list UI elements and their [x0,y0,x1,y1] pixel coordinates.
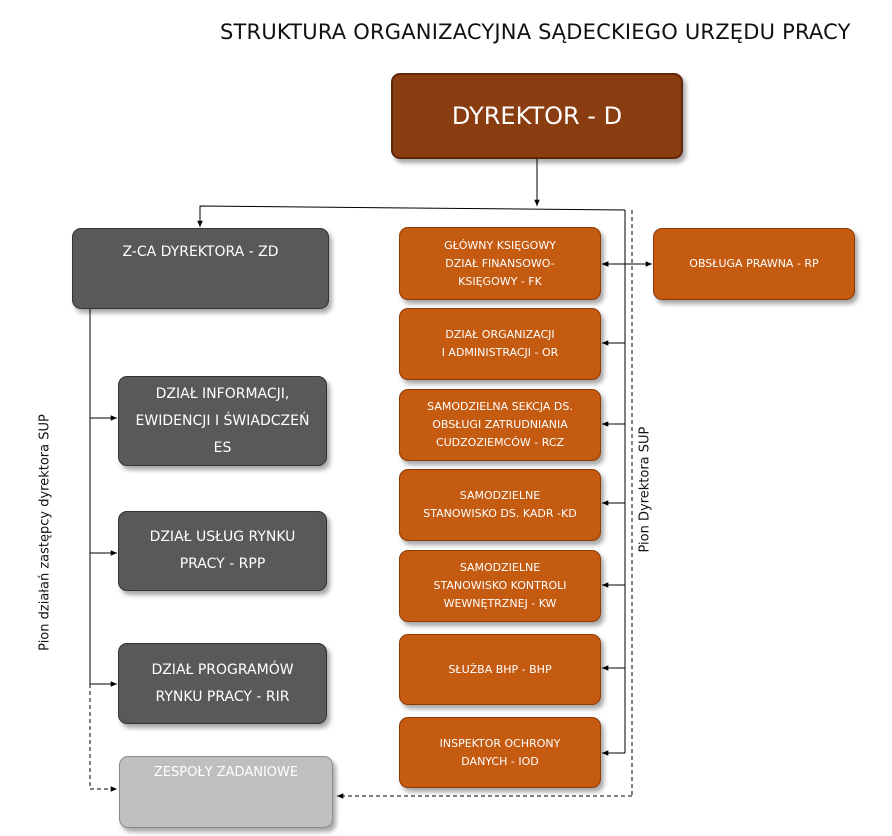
unit-kd-box: SAMODZIELNE STANOWISKO DS. KADR -KD [399,469,601,541]
deputy-division-label: Pion działań zastępcy dyrektora SUP [37,414,53,651]
unit-rcz-label: SAMODZIELNA SEKCJA DS. OBSŁUGI ZATRUDNIA… [427,400,573,449]
unit-or-label: DZIAŁ ORGANIZACJI I ADMINISTRACJI - OR [441,328,559,359]
unit-fk-box: GŁÓWNY KSIĘGOWY DZIAŁ FINANSOWO- KSIĘGOW… [399,227,601,300]
chart-title: STRUKTURA ORGANIZACYJNA SĄDECKIEGO URZĘD… [220,20,851,44]
legal-service-label: OBSŁUGA PRAWNA - RP [689,257,819,270]
unit-fk-label: GŁÓWNY KSIĘGOWY DZIAŁ FINANSOWO- KSIĘGOW… [444,238,556,288]
unit-es-box: DZIAŁ INFORMACJI, EWIDENCJI I ŚWIADCZEŃ … [118,376,327,466]
unit-or-box: DZIAŁ ORGANIZACJI I ADMINISTRACJI - OR [399,308,601,380]
unit-bhp-box: SŁUŻBA BHP - BHP [399,634,601,705]
unit-iod-label: INSPEKTOR OCHRONY DANYCH - IOD [439,736,561,768]
unit-rcz-box: SAMODZIELNA SEKCJA DS. OBSŁUGI ZATRUDNIA… [399,389,601,461]
task-teams-label: ZESPOŁY ZADANIOWE [153,765,299,780]
deputy-director-label: Z-CA DYREKTORA - ZD [122,244,279,260]
legal-service-box: OBSŁUGA PRAWNA - RP [653,228,855,300]
unit-rpp-label: DZIAŁ USŁUG RYNKU PRACY - RPP [149,529,296,572]
unit-kw-label: SAMODZIELNE STANOWISKO KONTROLI WEWNĘTRZ… [433,561,567,610]
unit-bhp-label: SŁUŻBA BHP - BHP [448,662,552,676]
unit-kw-box: SAMODZIELNE STANOWISKO KONTROLI WEWNĘTRZ… [399,550,601,622]
task-teams-box: ZESPOŁY ZADANIOWE [119,756,333,828]
unit-es-label: DZIAŁ INFORMACJI, EWIDENCJI I ŚWIADCZEŃ … [135,385,310,456]
director-box: DYREKTOR - D [391,73,683,159]
unit-kd-label: SAMODZIELNE STANOWISKO DS. KADR -KD [423,489,577,520]
unit-rir-label: DZIAŁ PROGRAMÓW RYNKU PRACY - RIR [151,661,294,705]
unit-rpp-box: DZIAŁ USŁUG RYNKU PRACY - RPP [118,511,327,591]
director-label: DYREKTOR - D [451,102,623,130]
director-division-label: Pion Dyrektora SUP [637,426,653,553]
deputy-director-box: Z-CA DYREKTORA - ZD [72,228,329,309]
unit-rir-box: DZIAŁ PROGRAMÓW RYNKU PRACY - RIR [118,643,327,724]
unit-iod-box: INSPEKTOR OCHRONY DANYCH - IOD [399,717,601,788]
